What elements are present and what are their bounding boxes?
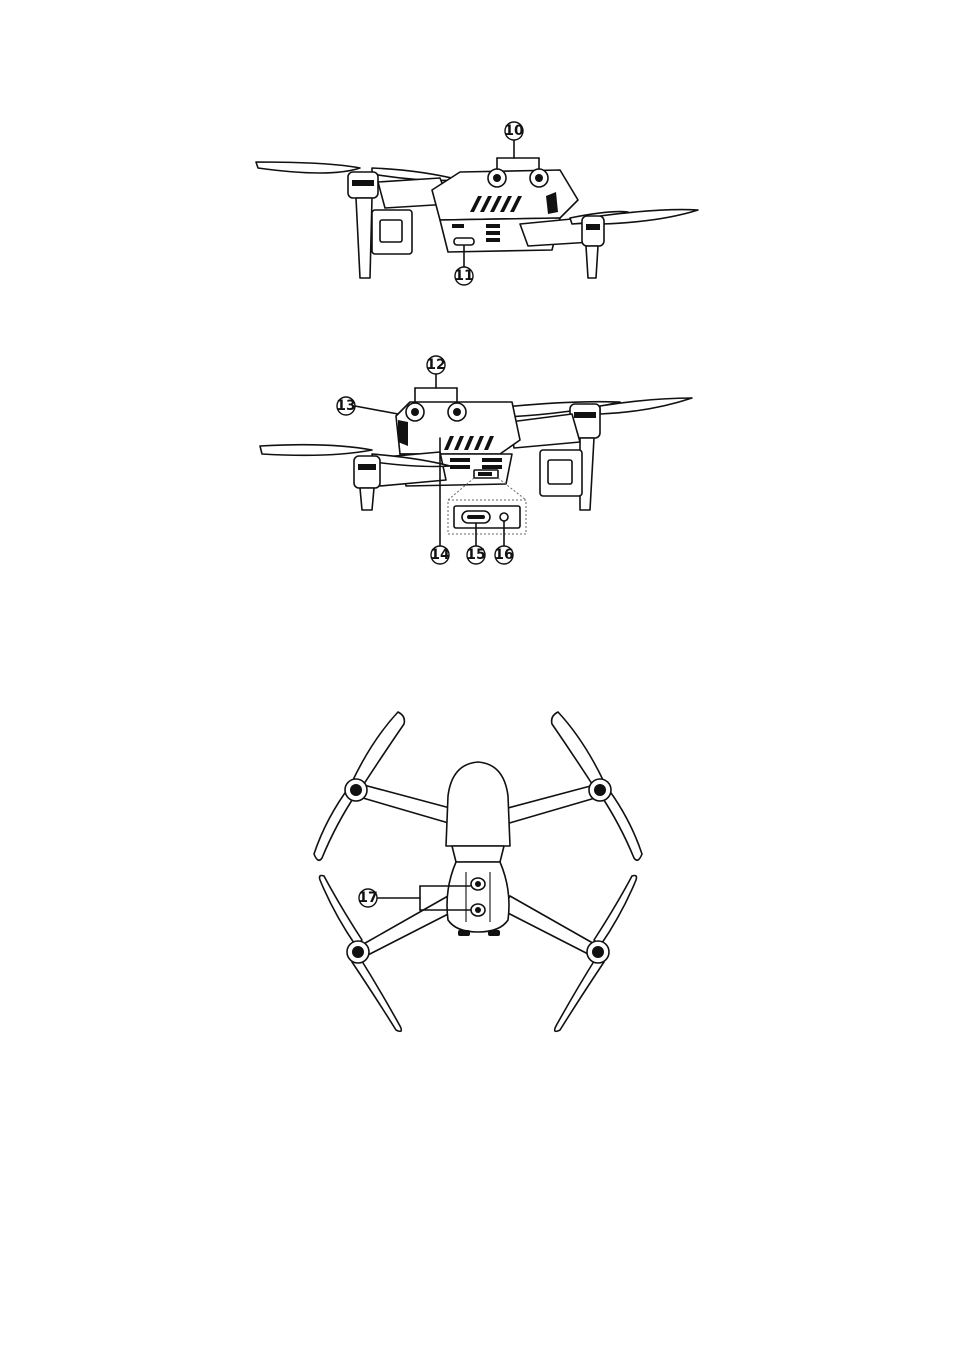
drone-bottom-view: 17 — [0, 700, 954, 1040]
callout-17-label: 17 — [358, 890, 377, 906]
callout-12: 12 — [426, 356, 445, 374]
drone-rear-view-drawing: 12 13 14 15 16 — [0, 350, 954, 580]
callout-15-label: 15 — [466, 547, 485, 563]
callout-14-label: 14 — [430, 547, 450, 563]
callout-17: 17 — [358, 889, 377, 907]
callout-16: 16 — [494, 546, 513, 564]
drone-rear-view: 12 13 14 15 16 — [0, 350, 954, 580]
callout-14: 14 — [430, 546, 450, 564]
callout-15: 15 — [466, 546, 485, 564]
callout-10-label: 10 — [504, 123, 524, 139]
callout-12-label: 12 — [426, 357, 445, 373]
drone-front-view: 10 11 — [0, 100, 954, 300]
drone-front-view-drawing: 10 11 — [0, 100, 954, 300]
callout-16-label: 16 — [494, 547, 513, 563]
callout-13-label: 13 — [336, 398, 355, 414]
drone-bottom-view-drawing: 17 — [0, 700, 954, 1040]
callout-13: 13 — [336, 397, 355, 415]
callout-10: 10 — [504, 122, 524, 140]
callout-11: 11 — [454, 267, 473, 285]
callout-11-label: 11 — [454, 268, 473, 284]
